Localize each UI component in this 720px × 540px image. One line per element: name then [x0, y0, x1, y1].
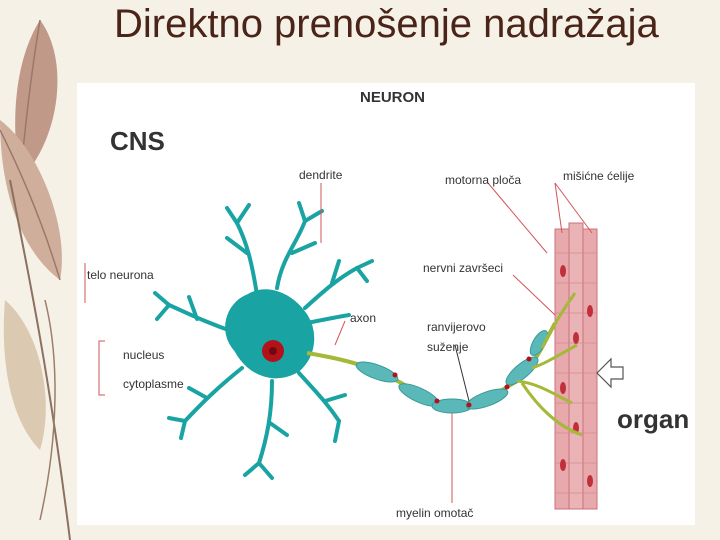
cns-label: CNS: [110, 126, 165, 156]
nucleus-shape: [262, 340, 284, 362]
label-dendrite: dendrite: [299, 168, 343, 182]
label-nucleus: nucleus: [123, 348, 164, 362]
organ-arrow-icon: [597, 359, 623, 387]
label-ranvijerovo: ranvijerovo: [427, 320, 486, 334]
slide-title: Direktno prenošenje nadražaja: [114, 0, 714, 50]
label-cytoplasme: cytoplasme: [123, 377, 184, 391]
label-suzenje: suženje: [427, 340, 469, 354]
label-telo-neurona: telo neurona: [87, 268, 154, 282]
neuron-diagram-svg: NEURON CNS: [77, 83, 695, 525]
label-nervni-zavrseci: nervni završeci: [423, 261, 503, 275]
neuron-cell-body: [155, 203, 372, 478]
neuron-diagram: NEURON CNS: [77, 83, 695, 525]
leader-lines: [85, 183, 592, 503]
label-motorna-ploca: motorna ploča: [445, 173, 521, 187]
label-axon: axon: [350, 311, 376, 325]
diagram-labels: dendrite telo neurona nucleus cytoplasme…: [87, 168, 635, 520]
diagram-heading: NEURON: [360, 89, 425, 106]
label-myelin: myelin omotač: [396, 506, 473, 520]
muscle-cells: [555, 223, 597, 509]
organ-label: organ: [617, 404, 689, 434]
label-misicne-celije: mišićne ćelije: [563, 169, 635, 183]
